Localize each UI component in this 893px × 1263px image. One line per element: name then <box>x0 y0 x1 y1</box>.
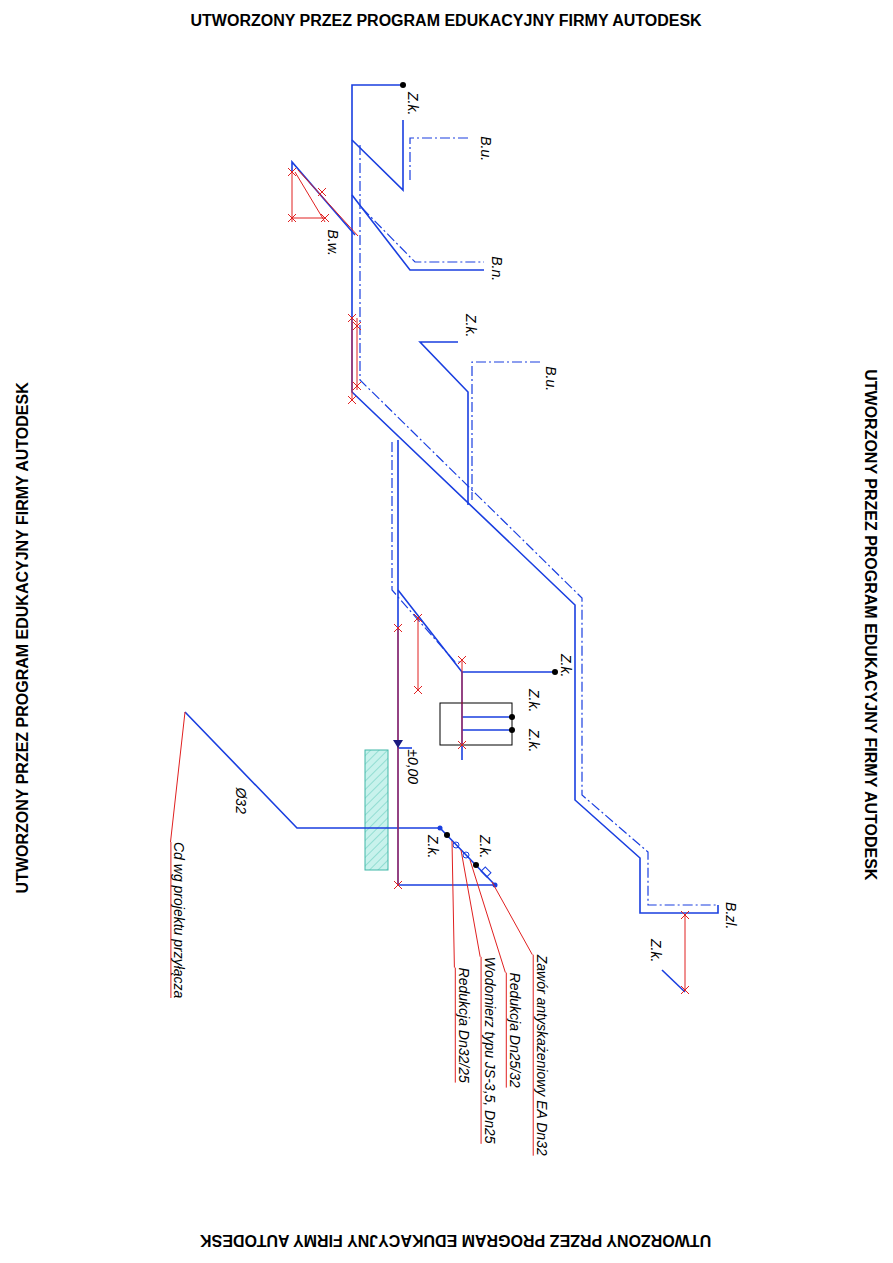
watermark: UTWORZONY PRZEZ PROGRAM EDUKACYJNY FIRMY… <box>13 382 31 893</box>
dimension-lines <box>292 170 685 990</box>
fixture-label: B.w. <box>325 229 340 255</box>
fixture-label: Z.k. <box>404 92 419 115</box>
callout-label: Cd wg projektu przyłącza <box>170 842 186 998</box>
leader-line <box>461 850 480 957</box>
fixture-label: Z.k. <box>424 835 439 858</box>
watermark: UTWORZONY PRZEZ PROGRAM EDUKACYJNY FIRMY… <box>191 12 702 30</box>
pipe-end-dots <box>438 826 498 888</box>
draw-off-dots <box>400 82 558 868</box>
fixture-label: Z.k. <box>476 835 491 858</box>
dimension-ticks <box>288 168 689 994</box>
watermark: UTWORZONY PRZEZ PROGRAM EDUKACYJNY FIRMY… <box>200 1231 711 1249</box>
fixture-label: Z.k. <box>462 314 477 337</box>
fixture-box <box>440 703 512 745</box>
fixture-label: Ø32 <box>233 787 248 813</box>
fixture-label: Z.k. <box>647 939 662 962</box>
fixture-label: Z.k. <box>525 689 540 712</box>
leader-line <box>171 712 185 842</box>
callout-label: Redukcja Dn25/32 <box>505 973 521 1088</box>
callout-label: Wodomierz typu JS-3,5, Dn25 <box>480 957 496 1144</box>
watermark: UTWORZONY PRZEZ PROGRAM EDUKACYJNY FIRMY… <box>861 369 879 880</box>
fixture-label: B.u. <box>477 136 492 161</box>
fixture-label: B.n. <box>488 256 503 281</box>
level-marker <box>393 740 403 748</box>
hot-water-pipes <box>360 138 718 905</box>
cold-water-pipes <box>185 85 718 992</box>
fixture-label: ±0,00 <box>404 749 419 784</box>
fixture-label: B.u. <box>542 366 557 391</box>
wall-hatch <box>365 750 388 870</box>
leader-line <box>470 860 505 973</box>
fixture-label: B.zl. <box>722 902 737 929</box>
callout-label: Zawór antyskażeniowy EA Dn32 <box>532 955 548 1156</box>
leader-line <box>452 841 454 968</box>
fixture-label: Z.k. <box>525 729 540 752</box>
fixture-label: Z.k. <box>557 654 572 677</box>
callout-label: Redukcja Dn32/25 <box>454 968 470 1083</box>
leader-line <box>492 882 532 955</box>
